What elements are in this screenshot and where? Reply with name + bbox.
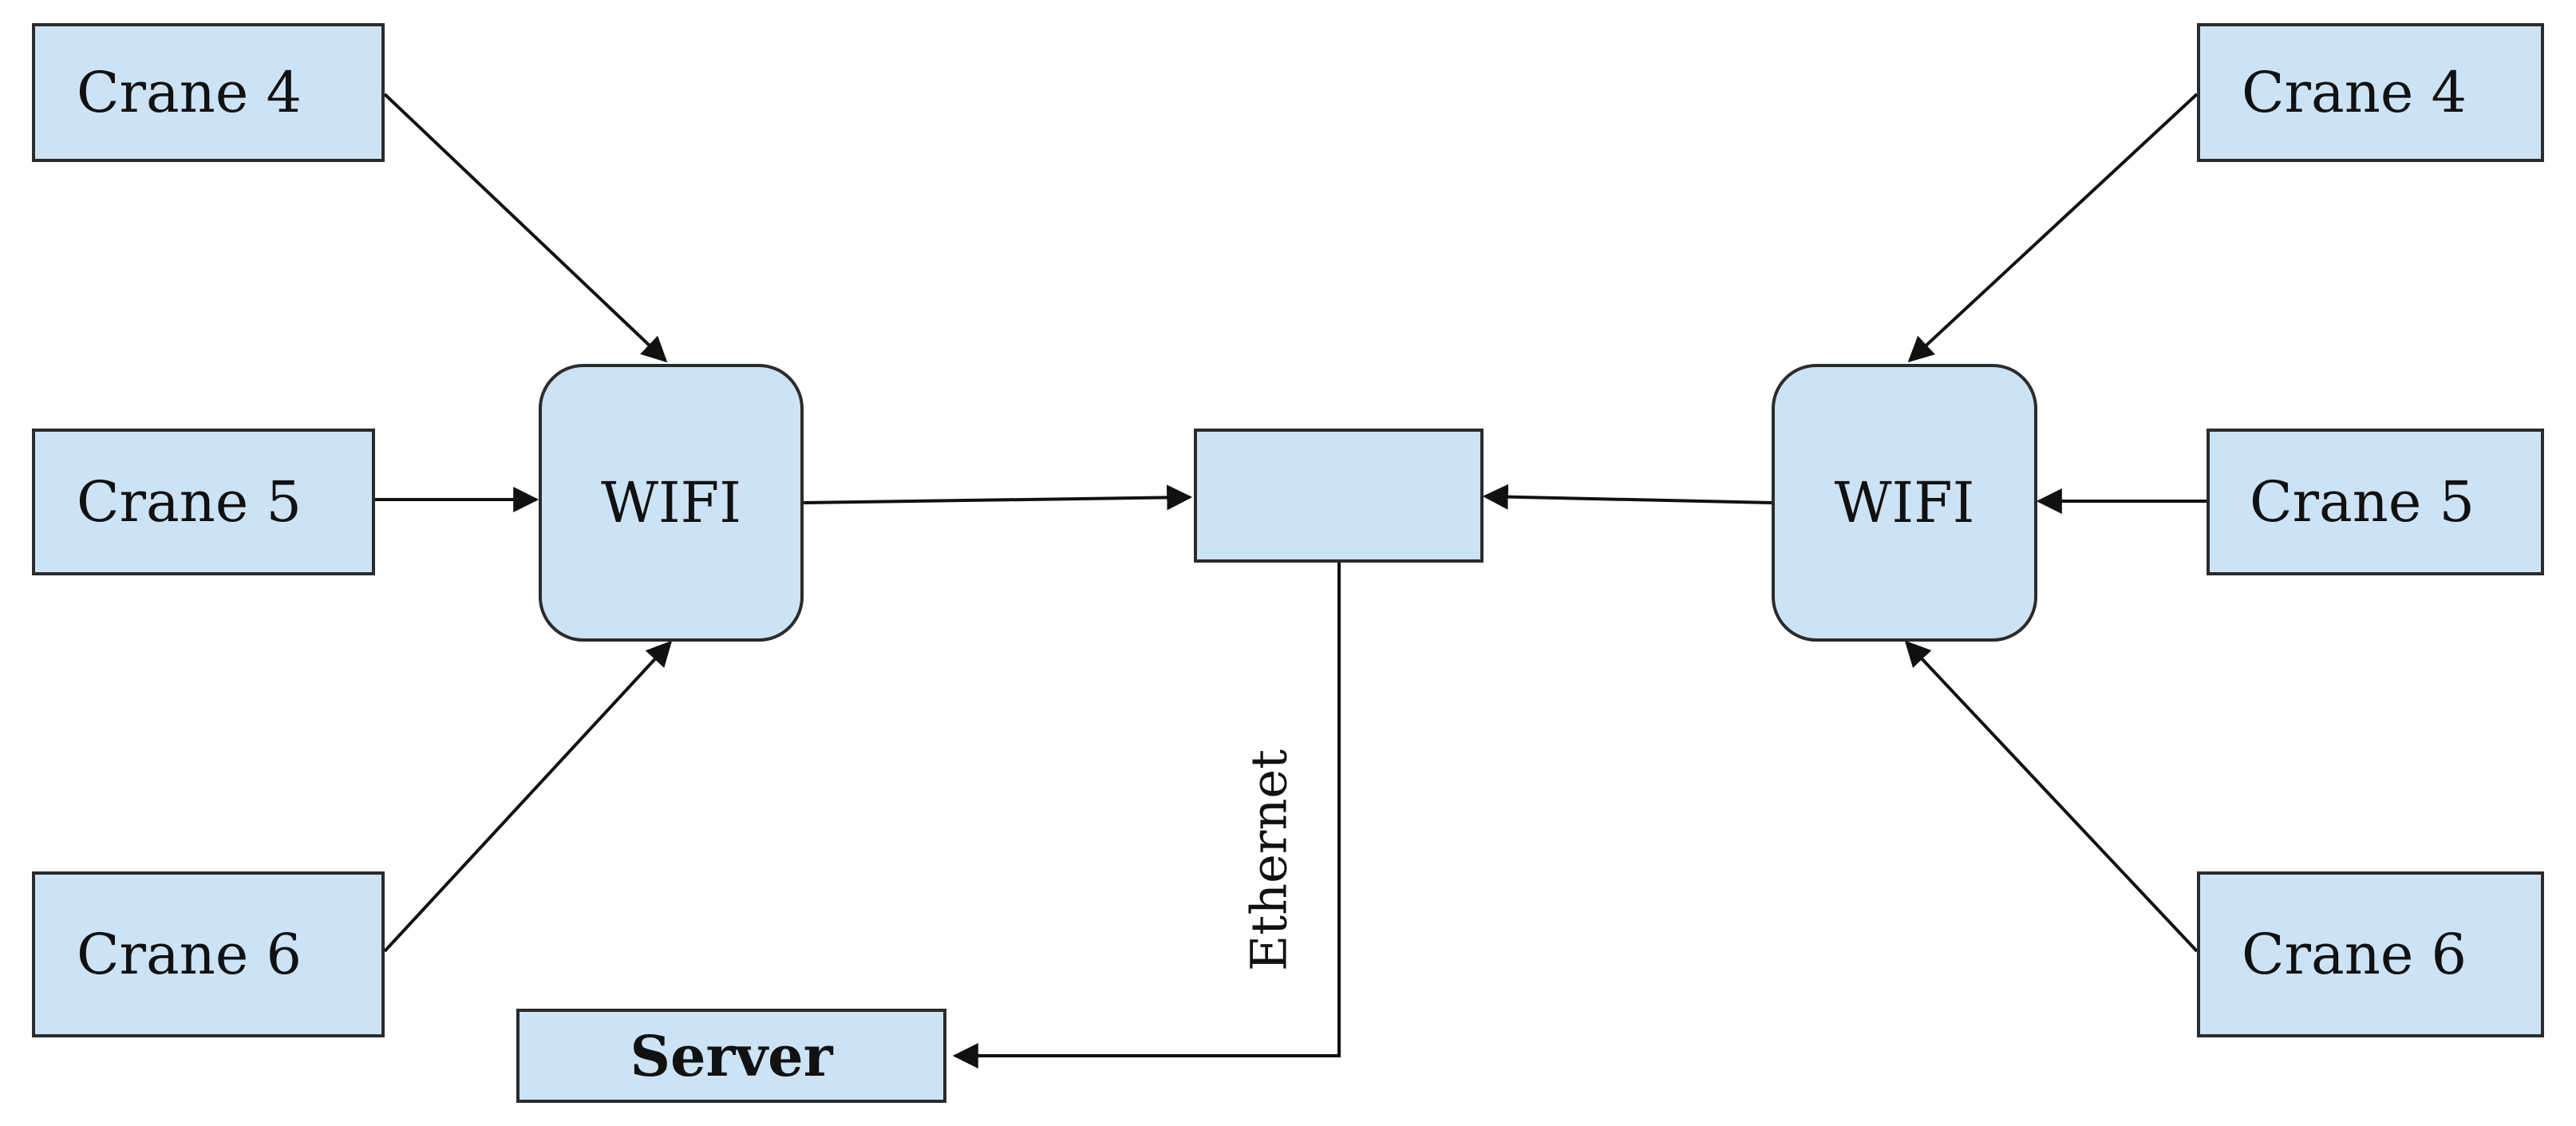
right-crane-4-label: Crane 4: [2242, 60, 2467, 125]
left-crane-4-node: Crane 4: [32, 23, 385, 162]
ethernet-link-label: Ethernet: [1239, 749, 1298, 971]
center-node: [1194, 429, 1484, 563]
left-wifi-hub: WIFI: [539, 364, 804, 642]
right-crane-6-node: Crane 6: [2197, 871, 2544, 1037]
left-crane-6-label: Crane 6: [77, 922, 302, 987]
right-crane-5-node: Crane 5: [2207, 429, 2544, 575]
edge-right-wifi-to-center: [1482, 484, 1772, 510]
left-crane-5-label: Crane 5: [77, 469, 302, 535]
right-crane-6-label: Crane 6: [2242, 922, 2467, 987]
server-node: Server: [516, 1009, 946, 1103]
edge-left-crane6-to-wifi: [383, 640, 673, 953]
left-crane-6-node: Crane 6: [32, 871, 385, 1037]
right-crane-5-label: Crane 5: [2250, 469, 2475, 535]
right-crane-4-node: Crane 4: [2197, 23, 2544, 162]
edge-right-crane6-to-wifi: [1904, 640, 2199, 953]
left-wifi-label: WIFI: [601, 470, 741, 535]
right-wifi-label: WIFI: [1834, 470, 1975, 535]
server-label: Server: [630, 1022, 833, 1089]
edge-right-crane4-to-wifi: [1907, 93, 2199, 363]
left-crane-5-node: Crane 5: [32, 429, 375, 575]
right-wifi-hub: WIFI: [1772, 364, 2037, 642]
edge-center-to-server: [952, 562, 1341, 1069]
edge-left-crane4-to-wifi: [383, 93, 668, 363]
left-crane-4-label: Crane 4: [77, 60, 302, 125]
edge-left-wifi-to-center: [803, 484, 1193, 511]
